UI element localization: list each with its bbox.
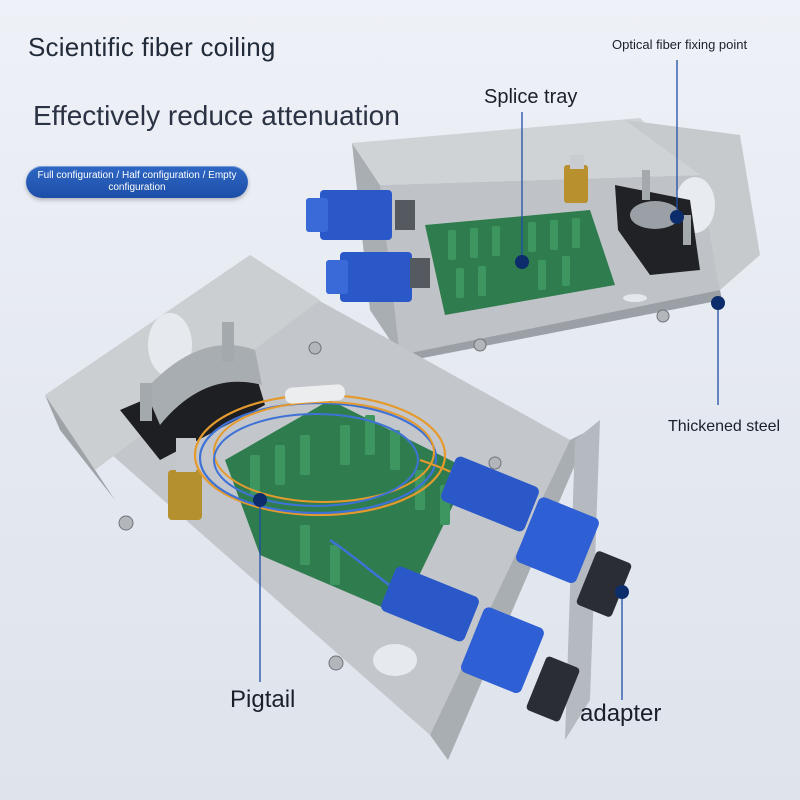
config-badge: Full configuration / Half configuration … [26, 166, 248, 198]
callout-lines [259, 60, 719, 700]
pigtail-dot [253, 493, 267, 507]
fixing-point-label: Optical fiber fixing point [612, 37, 748, 52]
thickened-steel-dot [711, 296, 725, 310]
pigtail-label: Pigtail [230, 686, 296, 713]
fixing-point-dot [670, 210, 684, 224]
adapter-dot [615, 585, 629, 599]
large-steel-box [45, 255, 632, 760]
small-steel-box [306, 118, 760, 362]
splice-tray-label: Splice tray [484, 86, 578, 108]
splice-tray-dot [515, 255, 529, 269]
adapter-label: adapter [580, 700, 662, 727]
thickened-steel-label: Thickened steel [668, 418, 781, 435]
headline: Scientific fiber coiling [28, 32, 276, 62]
callout-dots [253, 210, 725, 599]
subheadline: Effectively reduce attenuation [33, 100, 400, 131]
